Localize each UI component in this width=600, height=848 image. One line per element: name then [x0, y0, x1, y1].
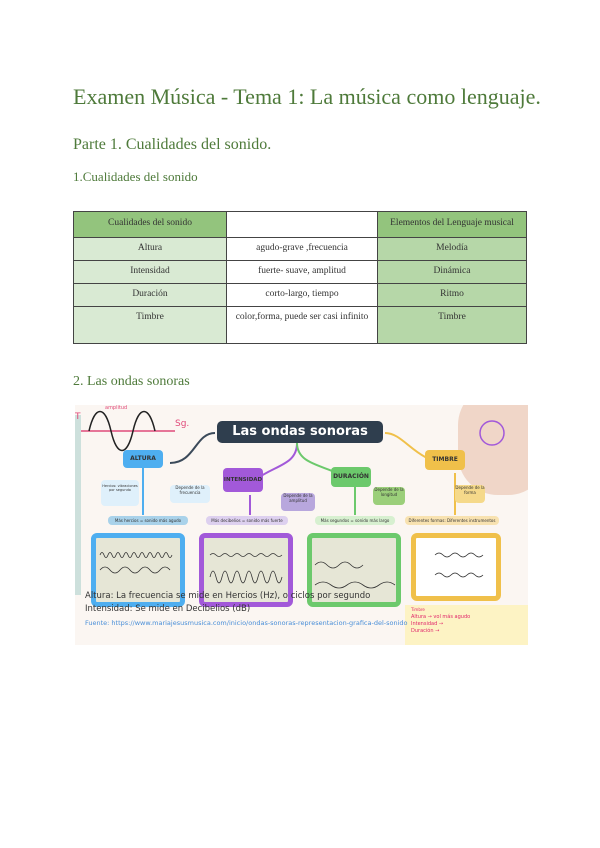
table-cell: Ritmo	[377, 283, 527, 307]
wave-chart-altura	[91, 533, 185, 607]
table-cell: Melodía	[377, 237, 527, 261]
notes-item: Duración →	[411, 628, 440, 634]
wave-chart-timbre	[411, 533, 501, 601]
table-cell: fuerte- suave, amplitud	[226, 260, 378, 284]
node-timbre: TIMBRE	[425, 450, 465, 470]
wave-lines	[99, 552, 484, 589]
table-cell: Timbre	[377, 306, 527, 344]
node-sub: Más decibelios = sonido más fuerte	[206, 516, 288, 525]
sketch-label-sg: Sg.	[175, 419, 190, 429]
node-note: Hercios: vibraciones por segundo	[101, 480, 139, 506]
table-cell: Dinámica	[377, 260, 527, 284]
document-title: Examen Música - Tema 1: La música como l…	[73, 84, 541, 109]
node-note: Depende de la amplitud	[281, 493, 315, 511]
table-cell: agudo-grave ,frecuencia	[226, 237, 378, 261]
table-cell: Altura	[73, 237, 227, 261]
node-note: Depende de la frecuencia	[170, 485, 210, 503]
wave-chart-duracion	[307, 533, 401, 607]
node-note: Depende de la forma	[455, 485, 485, 503]
part-heading: Parte 1. Cualidades del sonido.	[73, 136, 272, 153]
table-cell: Timbre	[73, 306, 227, 344]
caption-intensidad: Intensidad: Se mide en Decibelios (dB)	[85, 604, 251, 614]
section-heading: 1.Cualidades del sonido	[73, 169, 198, 184]
node-note: Depende de la longitud	[373, 487, 405, 505]
notes-title: Timbre	[411, 607, 425, 612]
sketch-label-t: T	[75, 412, 81, 422]
table-cell: Duración	[73, 283, 227, 307]
handwritten-notes: Timbre Altura → vol más agudo Intensidad…	[405, 605, 528, 645]
caption-altura: Altura: La frecuencia se mide en Hercios…	[85, 591, 371, 601]
decorative-blob	[458, 405, 528, 495]
sketch-label-amplitud: amplitud	[105, 405, 128, 411]
qualities-table: Cualidades del sonido Elementos del Leng…	[73, 211, 527, 344]
table-header: Cualidades del sonido	[73, 211, 227, 238]
decorative-stripe	[75, 415, 81, 595]
sound-waves-infographic: T Sg. amplitud Las ondas sonoras ALTURA …	[75, 405, 528, 645]
table-cell: Intensidad	[73, 260, 227, 284]
wave-chart-intensidad	[199, 533, 293, 607]
node-sub: Más segundos = sonido más largo	[315, 516, 395, 525]
table-cell: corto-largo, tiempo	[226, 283, 378, 307]
table-header-row: Cualidades del sonido Elementos del Leng…	[73, 211, 527, 238]
notes-item: Intensidad →	[411, 621, 444, 627]
node-duracion: DURACIÓN	[331, 467, 371, 487]
node-sub: Diferentes formas: Diferentes instrument…	[405, 516, 499, 525]
node-altura: ALTURA	[123, 450, 163, 468]
infographic-title: Las ondas sonoras	[217, 421, 383, 443]
table-header	[226, 211, 378, 238]
source-link[interactable]: Fuente: https://www.mariajesusmusica.com…	[85, 619, 408, 627]
table-cell: color,forma, puede ser casi infinito	[226, 306, 378, 344]
node-intensidad: INTENSIDAD	[223, 468, 263, 492]
section-heading: 2. Las ondas sonoras	[73, 374, 190, 389]
notes-item: Altura → vol más agudo	[411, 614, 471, 620]
node-sub: Más hercios = sonido más agudo	[108, 516, 188, 525]
table-header: Elementos del Lenguaje musical	[377, 211, 527, 238]
